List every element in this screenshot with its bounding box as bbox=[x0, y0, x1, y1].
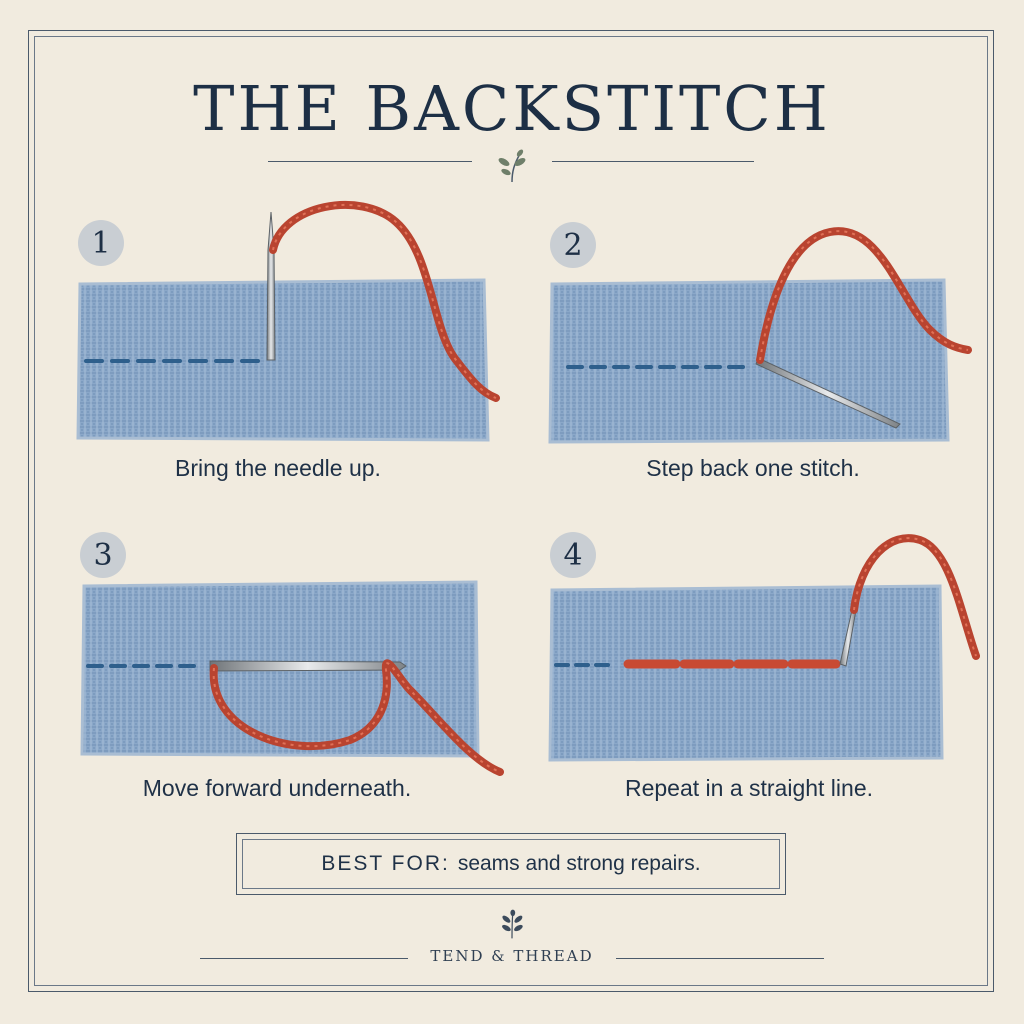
brand-rule-left bbox=[200, 958, 408, 959]
thread-2 bbox=[756, 227, 972, 364]
thread-1-twist bbox=[272, 203, 497, 399]
step-2-illustration bbox=[548, 227, 972, 444]
step-3-illustration bbox=[80, 580, 504, 776]
title-rule-right bbox=[552, 161, 754, 162]
note-label: BEST FOR: bbox=[321, 852, 450, 875]
needle-3 bbox=[209, 660, 407, 672]
fabric-swatch-1 bbox=[76, 278, 490, 442]
leaf-sprig-icon bbox=[498, 149, 526, 183]
outer-border bbox=[28, 30, 994, 992]
step-number-4: 4 bbox=[550, 532, 596, 578]
note-text: seams and strong repairs. bbox=[457, 852, 701, 875]
step-caption-4: Repeat in a straight line. bbox=[624, 775, 874, 801]
step-number-1: 1 bbox=[78, 220, 124, 266]
thread-4-twist bbox=[853, 537, 977, 657]
step-caption-3: Move forward underneath. bbox=[142, 775, 412, 801]
fabric-swatch-4 bbox=[548, 584, 944, 762]
step-number-3: 3 bbox=[80, 532, 126, 578]
step-number-2: 2 bbox=[550, 222, 596, 268]
title-rule-left bbox=[268, 161, 472, 162]
leaf-sprig-icon bbox=[502, 909, 523, 939]
step-caption-2: Step back one stitch. bbox=[646, 455, 860, 481]
inner-border bbox=[34, 36, 988, 986]
brand-name: TEND & THREAD bbox=[430, 947, 594, 965]
best-for-note: BEST FOR: seams and strong repairs. bbox=[242, 839, 780, 889]
step-1-illustration bbox=[76, 200, 500, 442]
fabric-swatch-2 bbox=[548, 278, 950, 444]
step-caption-1: Bring the needle up. bbox=[175, 455, 381, 481]
brand-rule-right bbox=[616, 958, 824, 959]
note-box-outer bbox=[236, 833, 786, 895]
needle-1 bbox=[266, 211, 276, 361]
thread-3-twist bbox=[212, 662, 501, 773]
step-4-illustration bbox=[548, 534, 980, 762]
page-title: THE BACKSTITCH bbox=[193, 72, 831, 145]
